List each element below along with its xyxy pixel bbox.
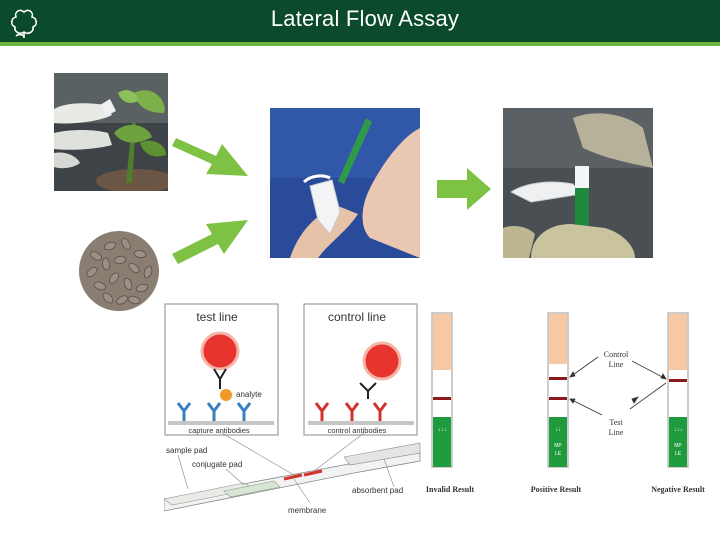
analyte-label: analyte (236, 390, 262, 399)
conjugate-pad-label: conjugate pad (192, 460, 242, 469)
svg-text:↓↓↓: ↓↓↓ (438, 427, 447, 433)
negative-strip-code-le: LE (675, 451, 682, 457)
photo-plant-leaf-sampling (54, 73, 168, 191)
negative-result-label: Negative Result (651, 485, 705, 494)
control-line-heading: control line (328, 310, 386, 324)
svg-text:↓↓↓: ↓↓↓ (674, 427, 683, 433)
control-line-callout-1: Control (604, 350, 629, 359)
arrow-plant-to-tube-icon (172, 126, 254, 182)
result-strips-diagram: ↓↓↓ ↓↓ MP LE ↓↓↓ MP LE Control Line Test… (420, 303, 716, 503)
sample-pad-label: sample pad (166, 446, 207, 455)
membrane-label: membrane (288, 506, 327, 515)
positive-result-label: Positive Result (531, 485, 582, 494)
capture-antibodies-label: capture antibodies (188, 426, 250, 435)
invalid-result-label: Invalid Result (426, 485, 475, 494)
header-divider (0, 42, 720, 46)
invalid-strip: ↓↓↓ (432, 313, 452, 467)
control-antibodies-label: control antibodies (328, 426, 387, 435)
test-line-callout-2: Line (609, 428, 624, 437)
lateral-flow-diagram: test line analyte capture antibodies con… (164, 303, 422, 520)
page-title: Lateral Flow Assay (0, 6, 720, 32)
test-line-callout-1: Test (609, 418, 623, 427)
positive-strip-code-le: LE (555, 451, 562, 457)
control-line-callout-2: Line (609, 360, 624, 369)
negative-strip-code-mp: MP (674, 443, 682, 449)
arrow-tube-to-strip-icon (437, 166, 495, 212)
absorbent-pad-label: absorbent pad (352, 486, 403, 495)
positive-strip: ↓↓ MP LE (548, 313, 568, 467)
arrow-seeds-to-tube-icon (172, 214, 254, 270)
test-line-heading: test line (196, 310, 238, 324)
photo-cotton-seeds (76, 228, 162, 314)
positive-strip-code-mp: MP (554, 443, 562, 449)
svg-text:↓↓: ↓↓ (555, 427, 561, 433)
photo-strip-in-tube (503, 108, 653, 258)
negative-strip: ↓↓↓ MP LE (668, 313, 688, 467)
photo-tube-grinding (270, 108, 420, 258)
